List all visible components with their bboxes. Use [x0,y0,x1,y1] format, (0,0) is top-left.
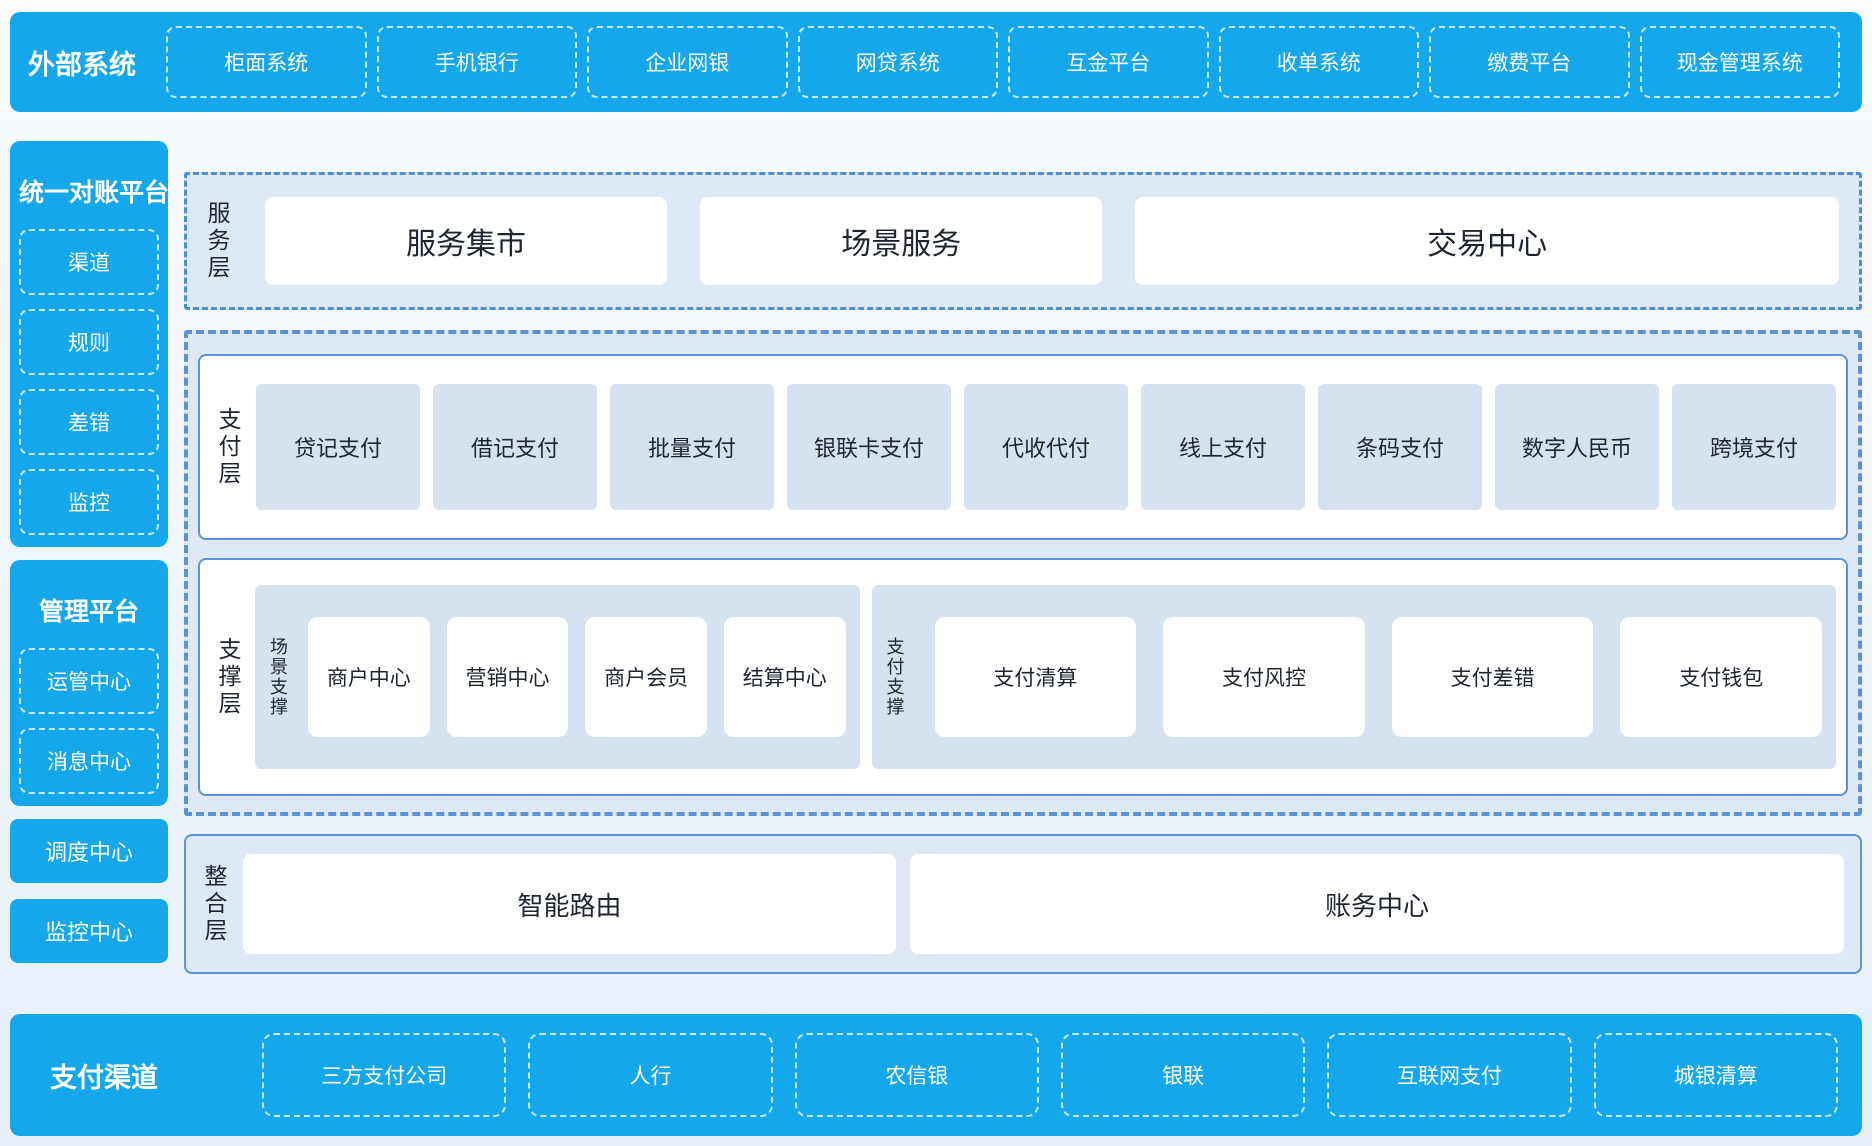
node-payment-risk: 支付风控 [1163,617,1365,737]
node-merchant-center: 商户中心 [308,617,430,737]
node-trade-center: 交易中心 [1135,197,1840,285]
node-rural-credit-bank: 农信银 [794,1033,1039,1117]
node-channel: 渠道 [19,229,159,295]
node-message-center: 消息中心 [19,728,159,794]
service-layer-label: 服务层 [204,200,230,282]
node-dispatch-center: 调度中心 [10,819,168,883]
payment-support-label: 支付支撑 [884,637,905,717]
node-corporate-ebank: 企业网银 [587,26,788,98]
node-batch-payment: 批量支付 [610,384,774,510]
main-layers: 服务层 服务集市 场景服务 交易中心 支付层 贷记支付 借记支付 批量支付 银联… [184,139,1862,984]
node-barcode-payment: 条码支付 [1318,384,1482,510]
management-platform-title: 管理平台 [38,598,139,626]
node-counter-system: 柜面系统 [166,26,367,98]
node-unionpay-card: 银联卡支付 [787,384,951,510]
support-layer: 支撑层 场景支撑 商户中心 营销中心 商户会员 结算中心 支付支撑 支付清算 支… [198,558,1848,796]
node-monitor-center: 监控中心 [10,899,168,963]
node-city-bank-clearing: 城银清算 [1593,1033,1838,1117]
middle-region: 统一对账平台 渠道 规则 差错 监控 管理平台 运管中心 消息中心 调度中心 监… [10,139,1862,984]
node-errors: 差错 [19,389,159,455]
node-cross-border: 跨境支付 [1672,384,1836,510]
node-pboc: 人行 [528,1033,773,1117]
node-monitor: 监控 [19,469,159,535]
node-rules: 规则 [19,309,159,375]
scene-support-group: 场景支撑 商户中心 营销中心 商户会员 结算中心 [255,585,860,769]
external-systems-label: 外部系统 [28,49,136,80]
node-service-market: 服务集市 [265,197,668,285]
node-fee-payment-platform: 缴费平台 [1429,26,1630,98]
node-acquiring-system: 收单系统 [1218,26,1419,98]
node-smart-routing: 智能路由 [243,854,897,954]
integration-layer-label: 整合层 [201,863,227,945]
reconciliation-platform-card: 统一对账平台 渠道 规则 差错 监控 [10,141,170,547]
node-payment-wallet: 支付钱包 [1620,617,1823,737]
node-online-loan-system: 网贷系统 [797,26,998,98]
payment-layer-label: 支付层 [215,406,241,488]
payment-support-group: 支付支撑 支付清算 支付风控 支付差错 支付钱包 [871,585,1836,769]
node-accounting-center: 账务中心 [910,854,1844,954]
payment-channels-bar: 支付渠道 三方支付公司 人行 农信银 银联 互联网支付 城银清算 [10,1014,1862,1136]
node-payment-errors: 支付差错 [1391,617,1594,737]
node-marketing-center: 营销中心 [446,617,569,737]
node-third-party-payment: 三方支付公司 [262,1033,507,1117]
scene-support-label: 场景支撑 [268,637,288,717]
node-payment-clearing: 支付清算 [934,617,1137,737]
node-scene-service: 场景服务 [700,197,1103,285]
node-credit-payment: 贷记支付 [256,384,420,510]
payment-support-container: 支付层 贷记支付 借记支付 批量支付 银联卡支付 代收代付 线上支付 条码支付 … [184,330,1862,816]
support-layer-label: 支撑层 [215,636,241,718]
payment-layer: 支付层 贷记支付 借记支付 批量支付 银联卡支付 代收代付 线上支付 条码支付 … [198,354,1848,540]
node-settlement-center: 结算中心 [723,617,846,737]
node-unionpay: 银联 [1060,1033,1306,1117]
node-merchant-member: 商户会员 [585,617,707,737]
left-sidebar: 统一对账平台 渠道 规则 差错 监控 管理平台 运管中心 消息中心 调度中心 监… [10,139,170,984]
node-operation-center: 运管中心 [19,648,159,714]
external-systems-bar: 外部系统 柜面系统 手机银行 企业网银 网贷系统 互金平台 收单系统 缴费平台 … [10,12,1862,112]
management-platform-card: 管理平台 运管中心 消息中心 [10,560,168,806]
node-debit-payment: 借记支付 [433,384,597,510]
integration-layer: 整合层 智能路由 账务中心 [184,834,1862,974]
node-cash-mgmt-system: 现金管理系统 [1639,26,1840,98]
node-mobile-banking: 手机银行 [376,26,577,98]
node-internet-payment: 互联网支付 [1327,1033,1572,1117]
node-online-payment: 线上支付 [1141,384,1305,510]
service-layer: 服务层 服务集市 场景服务 交易中心 [184,172,1862,310]
reconciliation-platform-title: 统一对账平台 [19,179,170,207]
node-collection-payment: 代收代付 [964,384,1128,510]
node-digital-rmb: 数字人民币 [1495,384,1659,510]
payment-channels-label: 支付渠道 [50,1062,158,1093]
node-internet-finance: 互金平台 [1008,26,1209,98]
